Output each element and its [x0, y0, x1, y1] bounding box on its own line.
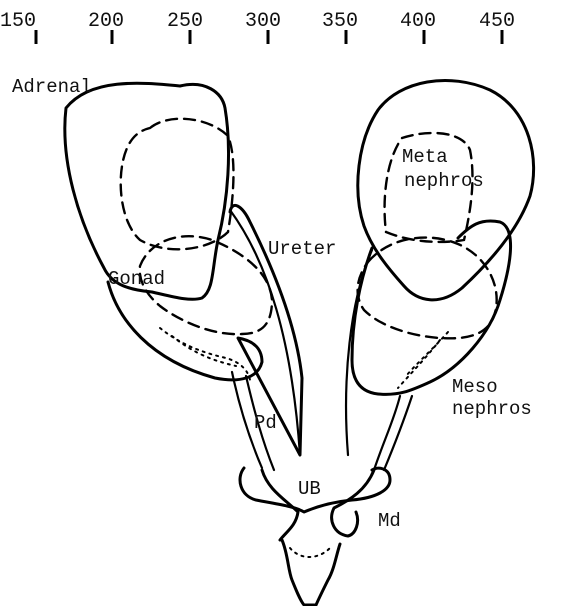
left-metanephros-outline — [121, 119, 234, 250]
label-metanephros-line2: nephros — [404, 170, 484, 192]
label-ureter: Ureter — [268, 238, 336, 260]
scale-tick-label: 400 — [400, 10, 436, 33]
right-dotted-tubules — [406, 332, 448, 376]
scale-tick-label: 300 — [245, 10, 281, 33]
label-adrenal: Adrenal — [12, 76, 92, 98]
label-pd: Pd — [254, 412, 277, 434]
label-metanephros-line1: Meta — [402, 146, 448, 168]
label-mesonephros-line1: Meso — [452, 376, 498, 398]
scale-tick-label: 200 — [88, 10, 124, 33]
scale-bar: 150 200 250 300 350 400 450 — [0, 10, 515, 44]
right-mesonephros-outline — [352, 221, 511, 394]
left-dotted-tubules — [160, 328, 250, 380]
label-gonad: Gonad — [108, 268, 165, 290]
scale-tick-label: 450 — [479, 10, 515, 33]
scale-tick-label: 250 — [167, 10, 203, 33]
label-md: Md — [378, 510, 401, 532]
right-paramesonephric-duct — [374, 396, 400, 470]
scale-tick-label: 350 — [322, 10, 358, 33]
label-mesonephros-line2: nephros — [452, 398, 532, 420]
label-ub: UB — [298, 478, 321, 500]
left-adrenal-gland — [65, 83, 229, 299]
scale-tick-label: 150 — [0, 10, 36, 33]
urethra-dotted-inner — [290, 548, 330, 557]
